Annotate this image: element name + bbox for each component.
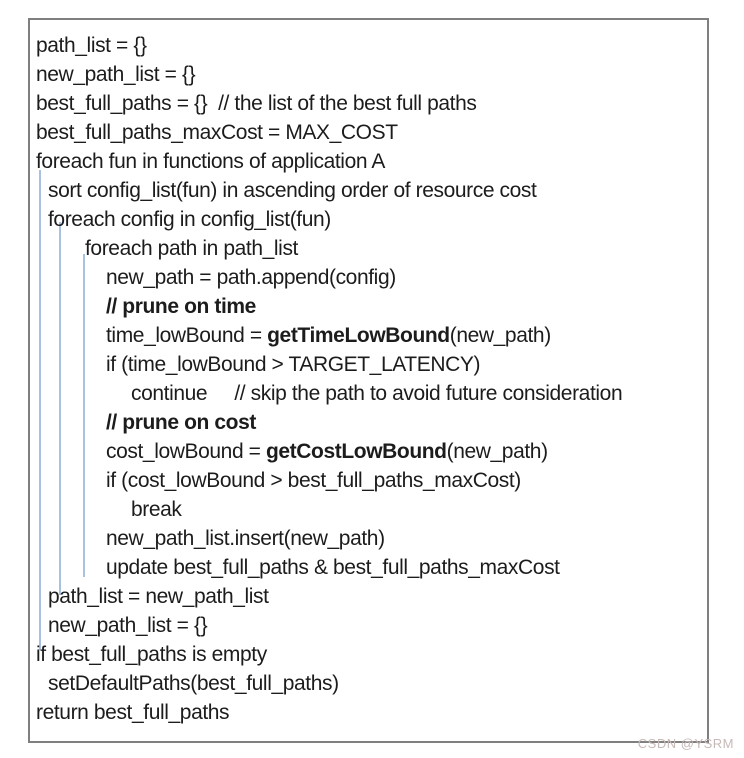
code-segment: if best_full_paths is empty [36,643,267,666]
code-line: time_lowBound = getTimeLowBound(new_path… [30,321,707,350]
code-segment: if (time_lowBound > TARGET_LATENCY) [106,353,481,376]
code-line: foreach config in config_list(fun) [30,205,707,234]
code-segment: update best_full_paths & best_full_paths… [106,556,560,579]
code-line: path_list = {} [30,31,707,60]
code-segment: new_path = path.append(config) [106,266,396,289]
indent-guide-foreach-config [59,222,61,595]
code-line: // prune on time [30,292,707,321]
code-segment: path_list = {} [36,34,147,57]
code-line: best_full_paths = {} // the list of the … [30,89,707,118]
code-segment: time_lowBound = [106,324,268,347]
code-line: if best_full_paths is empty [30,640,707,669]
code-line: path_list = new_path_list [30,582,707,611]
code-line: setDefaultPaths(best_full_paths) [30,669,707,698]
pseudocode-listing: path_list = {} new_path_list = {} best_ful… [30,20,707,727]
code-bold-segment: // prune on cost [106,411,256,434]
indent-guide-foreach-path [83,254,85,577]
code-segment: setDefaultPaths(best_full_paths) [48,672,339,695]
indent-guide-foreach-fun [39,170,41,650]
code-segment: (new_path) [446,440,548,463]
code-segment: (new_path) [449,324,551,347]
code-line: new_path_list = {} [30,611,707,640]
code-bold-segment: getTimeLowBound [267,324,450,347]
code-line: cost_lowBound = getCostLowBound(new_path… [30,437,707,466]
code-line: update best_full_paths & best_full_paths… [30,553,707,582]
code-line: foreach fun in functions of application … [30,147,707,176]
code-line: if (time_lowBound > TARGET_LATENCY) [30,350,707,379]
code-line: new_path = path.append(config) [30,263,707,292]
code-segment: new_path_list = {} [48,614,208,637]
code-line: continue // skip the path to avoid futur… [30,379,707,408]
code-segment: new_path_list = {} [36,63,196,86]
code-segment: if (cost_lowBound > best_full_paths_maxC… [106,469,521,492]
code-segment: foreach fun in functions of application … [36,150,386,173]
pseudocode-box: path_list = {} new_path_list = {} best_ful… [28,18,709,743]
code-line: foreach path in path_list [30,234,707,263]
code-line: return best_full_paths [30,698,707,727]
code-segment: break [131,498,182,521]
csdn-watermark: CSDN @YSRM [637,736,734,751]
code-segment: best_full_paths = {} // the list of the … [36,92,477,115]
code-segment: foreach path in path_list [85,237,298,260]
code-line: new_path_list.insert(new_path) [30,524,707,553]
code-bold-segment: getCostLowBound [265,440,447,463]
code-segment: continue // skip the path to avoid futur… [131,382,623,405]
code-segment: new_path_list.insert(new_path) [106,527,385,550]
code-segment: path_list = new_path_list [48,585,269,608]
code-line: sort config_list(fun) in ascending order… [30,176,707,205]
code-segment: foreach config in config_list(fun) [48,208,331,231]
code-segment: sort config_list(fun) in ascending order… [48,179,537,202]
code-bold-segment: // prune on time [106,295,256,318]
code-line: break [30,495,707,524]
code-line: if (cost_lowBound > best_full_paths_maxC… [30,466,707,495]
code-line: best_full_paths_maxCost = MAX_COST [30,118,707,147]
code-segment: best_full_paths_maxCost = MAX_COST [36,121,398,144]
code-line: // prune on cost [30,408,707,437]
code-line: new_path_list = {} [30,60,707,89]
code-segment: cost_lowBound = [106,440,266,463]
code-segment: return best_full_paths [36,701,230,724]
